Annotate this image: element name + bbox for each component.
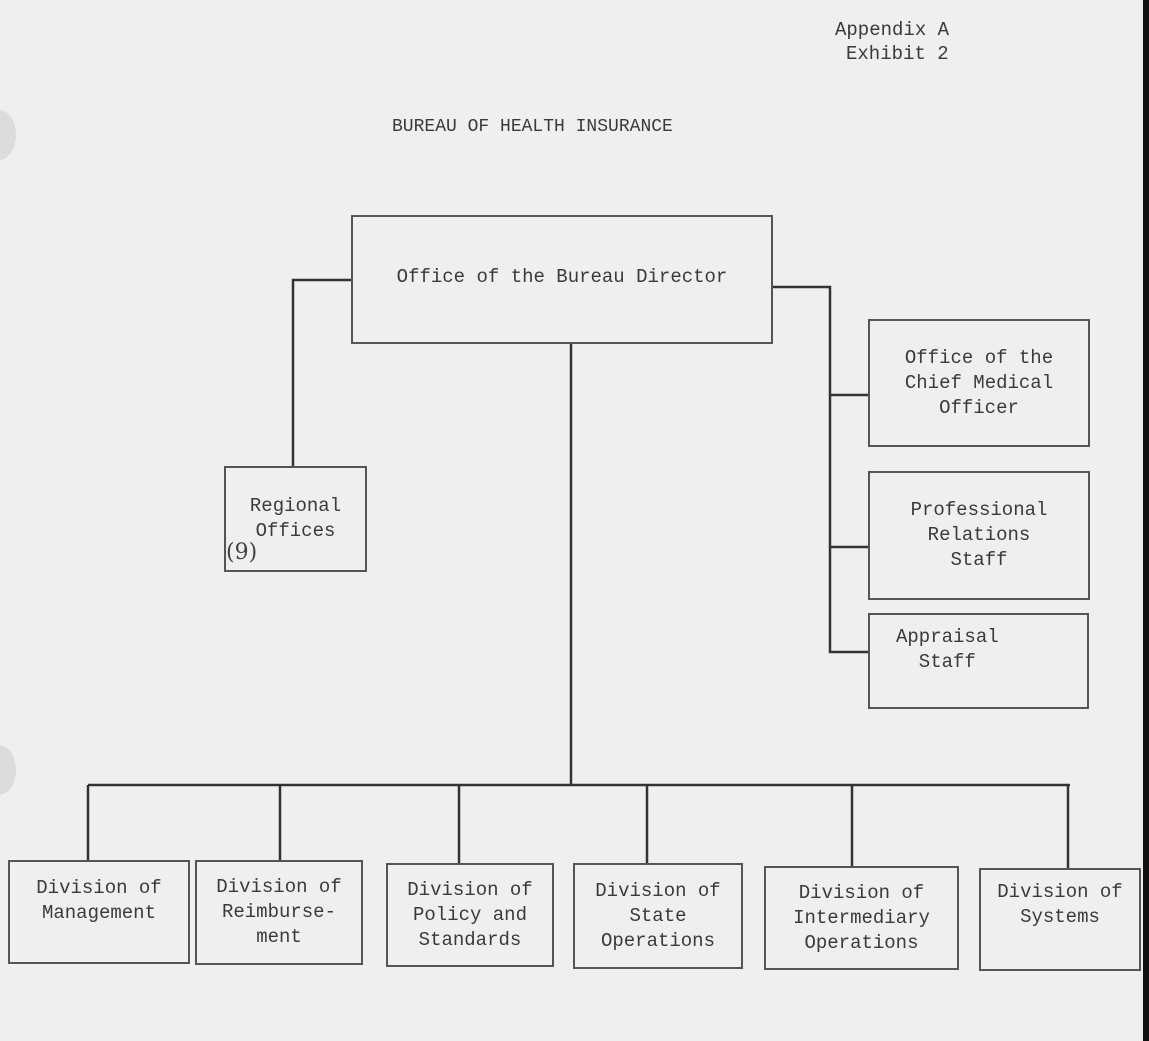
division-policy-box: Division of Policy and Standards xyxy=(386,863,554,967)
division-state-ops-box: Division of State Operations xyxy=(573,863,743,969)
division-label: Division of Management xyxy=(36,877,162,924)
chief-medical-officer-box: Office of the Chief Medical Officer xyxy=(868,319,1090,447)
chart-title: BUREAU OF HEALTH INSURANCE xyxy=(392,117,673,137)
division-label: Division of Reimburse- ment xyxy=(216,876,342,948)
regional-offices-count: (9) xyxy=(226,540,258,565)
exhibit-label: Exhibit 2 xyxy=(846,43,949,65)
appraisal-staff-label: Appraisal Staff xyxy=(896,626,999,673)
division-label: Division of Policy and Standards xyxy=(407,878,533,951)
professional-relations-box: Professional Relations Staff xyxy=(868,471,1090,600)
scan-edge xyxy=(1143,0,1149,1041)
appraisal-staff-box: Appraisal Staff xyxy=(868,613,1089,709)
director-box: Office of the Bureau Director xyxy=(351,215,773,344)
division-management-box: Division of Management xyxy=(8,860,190,964)
division-label: Division of State Operations xyxy=(595,879,721,952)
division-intermediary-box: Division of Intermediary Operations xyxy=(764,866,959,970)
division-label: Division of Systems xyxy=(997,881,1123,928)
regional-offices-box: Regional Offices xyxy=(224,466,367,572)
punch-hole xyxy=(0,110,16,160)
appendix-label: Appendix A xyxy=(835,19,950,41)
punch-hole xyxy=(0,745,16,795)
division-label: Division of Intermediary Operations xyxy=(793,881,930,954)
chief-medical-officer-label: Office of the Chief Medical Officer xyxy=(904,346,1054,419)
division-reimbursement-box: Division of Reimburse- ment xyxy=(195,860,363,965)
director-label: Office of the Bureau Director xyxy=(396,266,728,288)
professional-relations-label: Professional Relations Staff xyxy=(910,499,1048,571)
division-systems-box: Division of Systems xyxy=(979,868,1141,971)
regional-offices-label: Regional Offices xyxy=(249,495,342,542)
